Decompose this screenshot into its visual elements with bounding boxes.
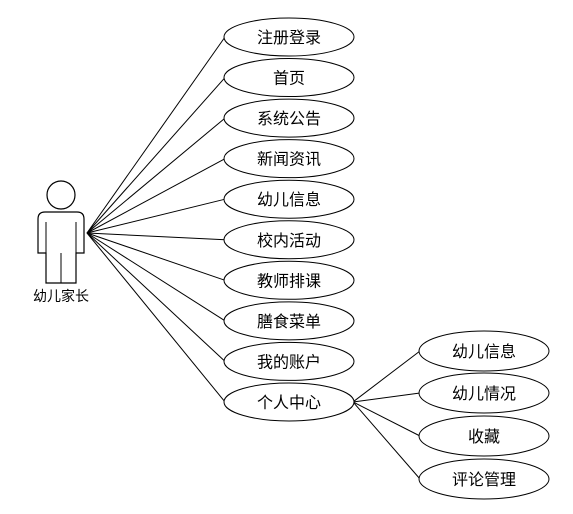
use-case-label: 膳食菜单 bbox=[257, 312, 321, 331]
sub-use-case-sub-favorites[interactable]: 收藏 bbox=[418, 415, 550, 457]
assoc-line-sub-child-status bbox=[352, 392, 421, 403]
use-case-label: 首页 bbox=[273, 69, 305, 88]
assoc-line-personal bbox=[86, 232, 226, 403]
use-case-label: 我的账户 bbox=[257, 352, 321, 371]
use-case-register[interactable]: 注册登录 bbox=[223, 17, 355, 57]
use-case-label: 注册登录 bbox=[257, 28, 321, 47]
assoc-line-sub-comments bbox=[352, 401, 421, 480]
actor-head bbox=[46, 180, 76, 210]
use-case-menu[interactable]: 膳食菜单 bbox=[223, 301, 355, 341]
use-case-home[interactable]: 首页 bbox=[223, 58, 355, 98]
assoc-line-register bbox=[86, 36, 226, 234]
use-case-child-info[interactable]: 幼儿信息 bbox=[223, 179, 355, 219]
use-case-ellipse bbox=[223, 341, 355, 381]
actor-parent: 幼儿家长 bbox=[33, 180, 89, 305]
sub-use-case-label: 收藏 bbox=[468, 427, 500, 446]
use-case-ellipse bbox=[223, 220, 355, 260]
association-lines bbox=[86, 36, 421, 480]
assoc-line-news bbox=[86, 158, 226, 234]
assoc-line-child-info bbox=[86, 198, 226, 234]
assoc-line-account bbox=[86, 232, 226, 362]
sub-use-case-ellipse bbox=[418, 458, 550, 500]
use-case-label: 幼儿信息 bbox=[257, 190, 321, 209]
assoc-line-sub-child-info bbox=[352, 350, 421, 403]
assoc-line-schedule bbox=[86, 232, 226, 281]
sub-use-case-label: 评论管理 bbox=[452, 470, 516, 489]
sub-use-case-label: 幼儿情况 bbox=[452, 384, 516, 403]
use-case-ellipse bbox=[223, 301, 355, 341]
sub-use-case-label: 幼儿信息 bbox=[452, 342, 516, 361]
use-case-ellipse bbox=[223, 382, 355, 422]
use-case-campus[interactable]: 校内活动 bbox=[223, 220, 355, 260]
sub-use-case-sub-child-info[interactable]: 幼儿信息 bbox=[418, 330, 550, 372]
sub-use-case-ellipse bbox=[418, 330, 550, 372]
actor-body bbox=[37, 211, 85, 284]
use-case-ellipse bbox=[223, 179, 355, 219]
use-case-account[interactable]: 我的账户 bbox=[223, 341, 355, 381]
use-case-ellipse bbox=[223, 98, 355, 138]
assoc-line-sub-favorites bbox=[352, 401, 421, 437]
use-case-label: 个人中心 bbox=[257, 393, 321, 412]
use-case-label: 新闻资讯 bbox=[257, 150, 321, 169]
use-case-schedule[interactable]: 教师排课 bbox=[223, 260, 355, 300]
use-case-ellipse bbox=[223, 58, 355, 98]
use-case-label: 校内活动 bbox=[257, 231, 321, 250]
actor-label: 幼儿家长 bbox=[33, 288, 89, 305]
sub-use-case-ellipse bbox=[418, 415, 550, 457]
use-case-ellipse bbox=[223, 17, 355, 57]
use-case-label: 教师排课 bbox=[257, 271, 321, 290]
assoc-line-home bbox=[86, 77, 226, 234]
sub-use-case-sub-child-status[interactable]: 幼儿情况 bbox=[418, 372, 550, 414]
sub-use-case-ellipse bbox=[418, 372, 550, 414]
use-case-ellipse bbox=[223, 139, 355, 179]
use-case-label: 系统公告 bbox=[257, 109, 321, 128]
assoc-line-campus bbox=[86, 232, 226, 241]
use-case-news[interactable]: 新闻资讯 bbox=[223, 139, 355, 179]
assoc-line-menu bbox=[86, 232, 226, 322]
assoc-line-notice bbox=[86, 117, 226, 234]
use-case-ellipse bbox=[223, 260, 355, 300]
use-case-notice[interactable]: 系统公告 bbox=[223, 98, 355, 138]
sub-use-case-sub-comments[interactable]: 评论管理 bbox=[418, 458, 550, 500]
use-case-personal[interactable]: 个人中心 bbox=[223, 382, 355, 422]
